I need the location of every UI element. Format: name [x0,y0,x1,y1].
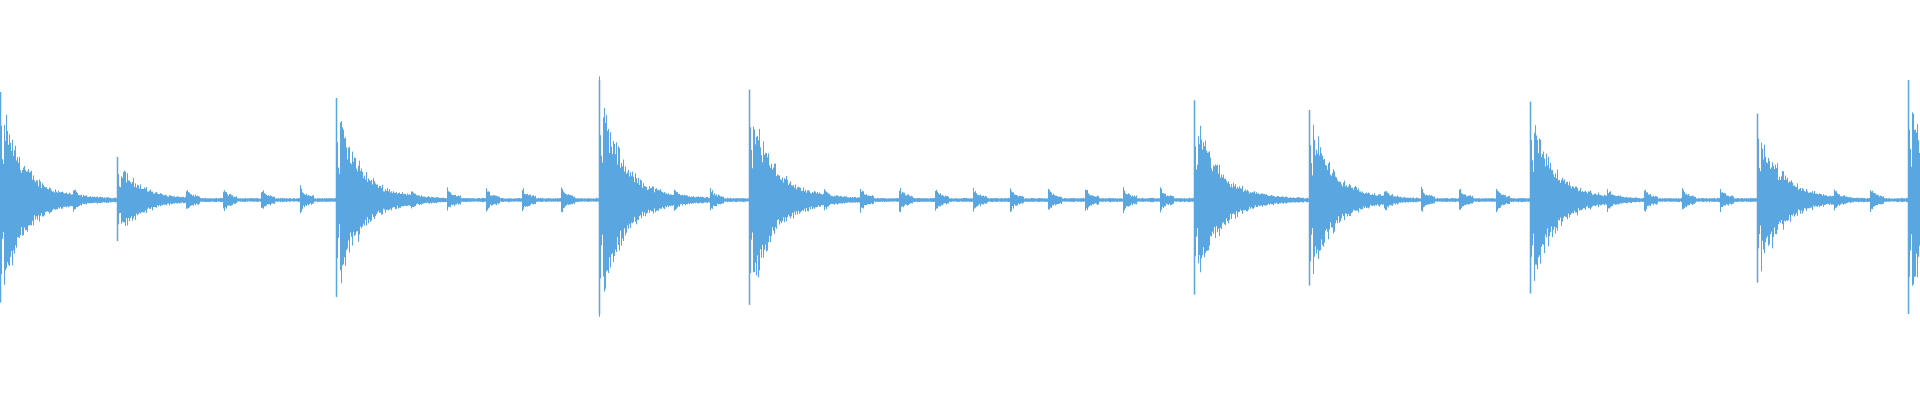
waveform-bars [0,76,1920,317]
waveform-samples [0,76,1920,317]
